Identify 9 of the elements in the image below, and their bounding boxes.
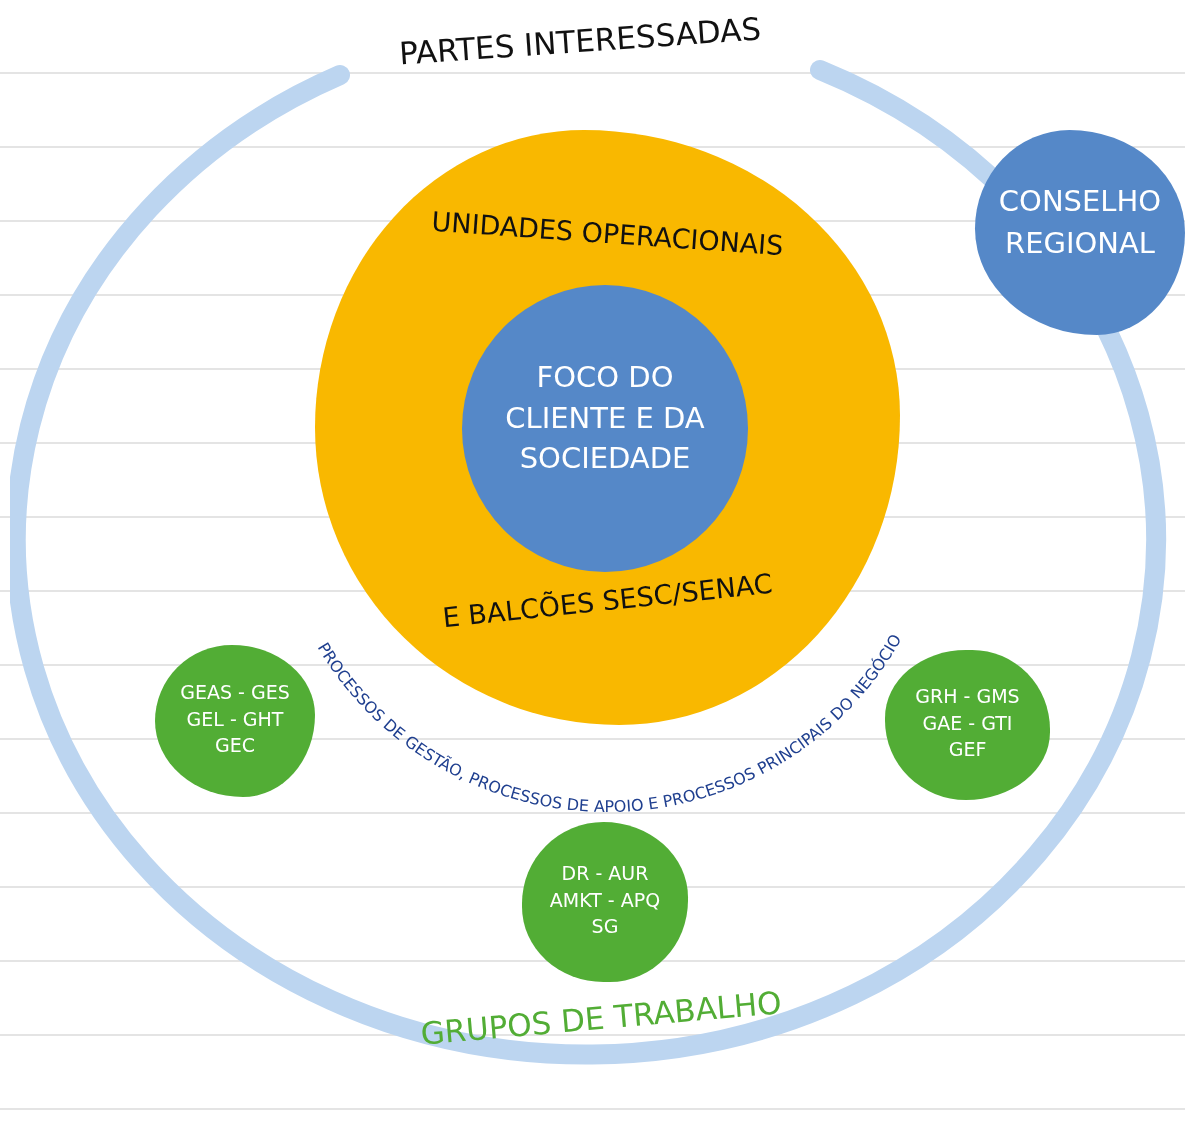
section-label: GRUPOS DE TRABALHO (419, 984, 781, 1052)
council-label: CONSELHO REGIONAL (997, 183, 1163, 263)
group-label: GRH - GMS GAE - GTI GEF (914, 684, 1021, 763)
ring-heading: PARTES INTERESSADAS (396, 9, 764, 73)
blob-heading: E BALCÕES SESC/SENAC (440, 566, 775, 636)
group-label: GEAS - GES GEL - GHT GEC (179, 680, 291, 759)
group-label: DR - AUR AMKT - APQ SG (548, 861, 662, 940)
blob-heading: UNIDADES OPERACIONAIS (429, 204, 786, 264)
circle-label: FOCO DO CLIENTE E DA SOCIEDADE (504, 359, 706, 478)
